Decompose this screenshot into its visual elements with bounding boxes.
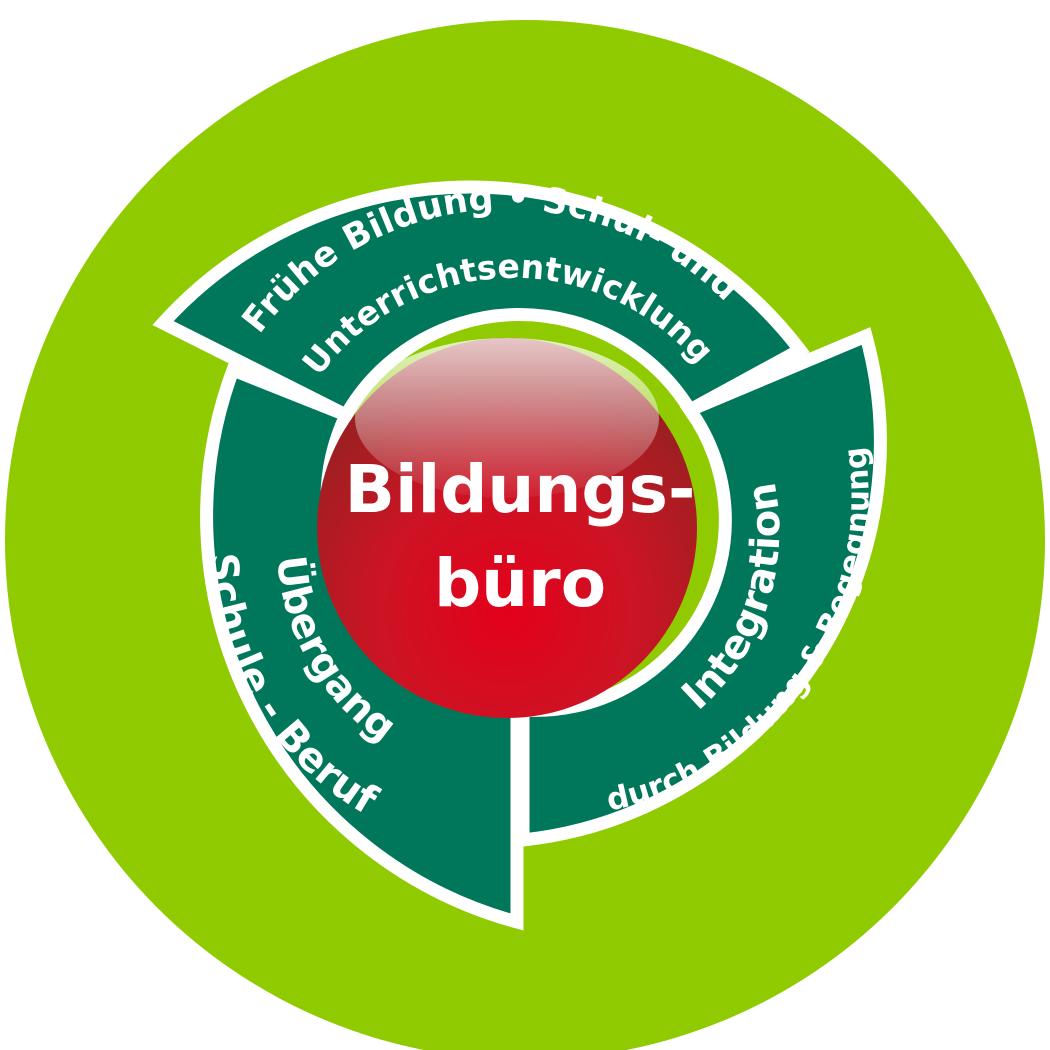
- segment-right[interactable]: [516, 327, 887, 848]
- center-title-line2: büro: [434, 545, 606, 622]
- center-title-line1: Bildungs-: [345, 451, 696, 528]
- center-button[interactable]: Bildungs- büro: [317, 338, 697, 718]
- center-gloss: [355, 338, 659, 498]
- segment-top[interactable]: [152, 180, 810, 424]
